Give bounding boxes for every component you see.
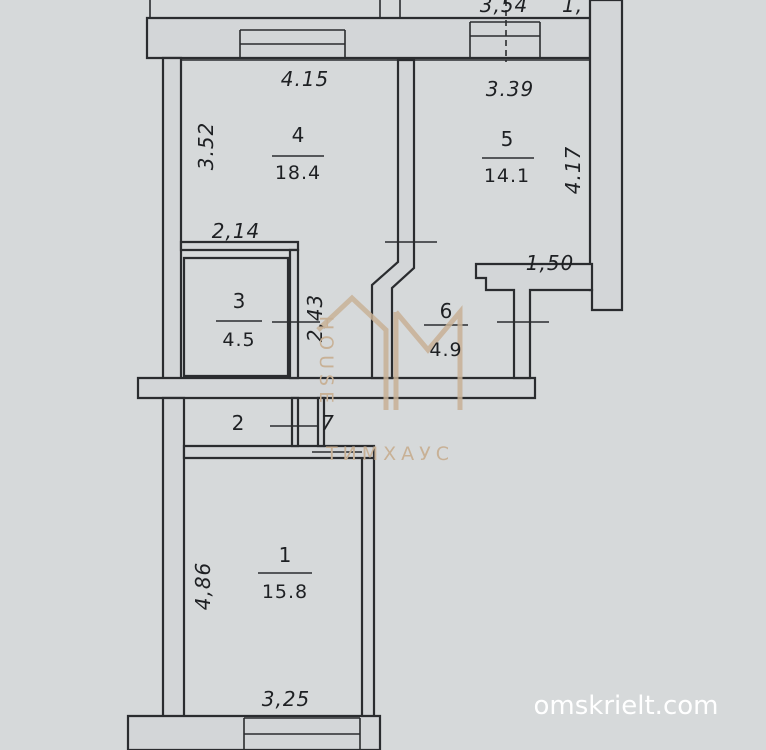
- window-room5: [469, 21, 541, 58]
- upper-cut-lines: [149, 0, 591, 18]
- site-label: omskrielt.com: [534, 691, 719, 721]
- wall-room3-right: [288, 248, 300, 380]
- dim-room3-width: 2,14: [212, 219, 261, 243]
- room6-number: 6: [440, 299, 453, 323]
- room4-number: 4: [292, 123, 305, 147]
- room-outlines: [181, 59, 590, 446]
- room2-number: 2: [232, 411, 245, 435]
- room5-number: 5: [501, 127, 514, 151]
- dim-room3-height: 2,43: [303, 294, 327, 343]
- dim-room4-height: 3.52: [194, 122, 218, 171]
- dim-top-cut-right: 1,: [562, 0, 583, 17]
- wall-middle: [136, 376, 537, 400]
- wall-room4-room3: [179, 240, 300, 252]
- room5-area: 14.1: [484, 165, 530, 187]
- room3-inner: [182, 256, 290, 378]
- watermark-brand-text: ТИМХАУС: [325, 443, 454, 465]
- watermark-m-icon: [393, 305, 463, 410]
- dim-room1-width: 3,25: [262, 687, 311, 711]
- wall-right: [588, 0, 624, 312]
- dim-room4-width: 4.15: [281, 67, 330, 91]
- wall-room1-right: [360, 448, 376, 720]
- wall-room4-room5: [370, 58, 416, 380]
- wall-bottom: [126, 714, 382, 750]
- wall-left-upper: [161, 56, 183, 382]
- walls: [126, 0, 624, 750]
- room4-area: 18.4: [275, 162, 321, 184]
- wall-top: [145, 16, 592, 60]
- watermark-roof-icon: [316, 294, 389, 410]
- dim-room6-width: 1,50: [526, 251, 575, 275]
- dim-room5-height: 4.17: [561, 146, 585, 195]
- room2-outline: [188, 397, 293, 446]
- dim-room1-height: 4,86: [191, 562, 215, 611]
- window-room4: [239, 29, 346, 58]
- windows: [149, 0, 591, 750]
- wall-left-lower: [161, 396, 186, 720]
- room1-number: 1: [279, 543, 292, 567]
- room3-number: 3: [233, 289, 246, 313]
- door-marks: [270, 0, 549, 453]
- watermark-logo: [316, 294, 463, 410]
- watermark-vertical-text: HOUSE: [315, 316, 337, 408]
- room1-area: 15.8: [262, 581, 308, 603]
- dim-room5-width: 3.39: [486, 77, 535, 101]
- wall-corridor-bottom: [182, 444, 376, 460]
- dim-top-cut: 3,54: [480, 0, 529, 17]
- room6-area: 4.9: [429, 339, 462, 361]
- wall-corridor-partition: [290, 396, 300, 448]
- wall-room5-bottom: [474, 262, 594, 380]
- window-room1: [243, 717, 361, 750]
- wall-corridor-partition-2: [316, 396, 326, 448]
- room3-area: 4.5: [222, 329, 255, 351]
- dim-corridor-small: 7: [321, 411, 335, 435]
